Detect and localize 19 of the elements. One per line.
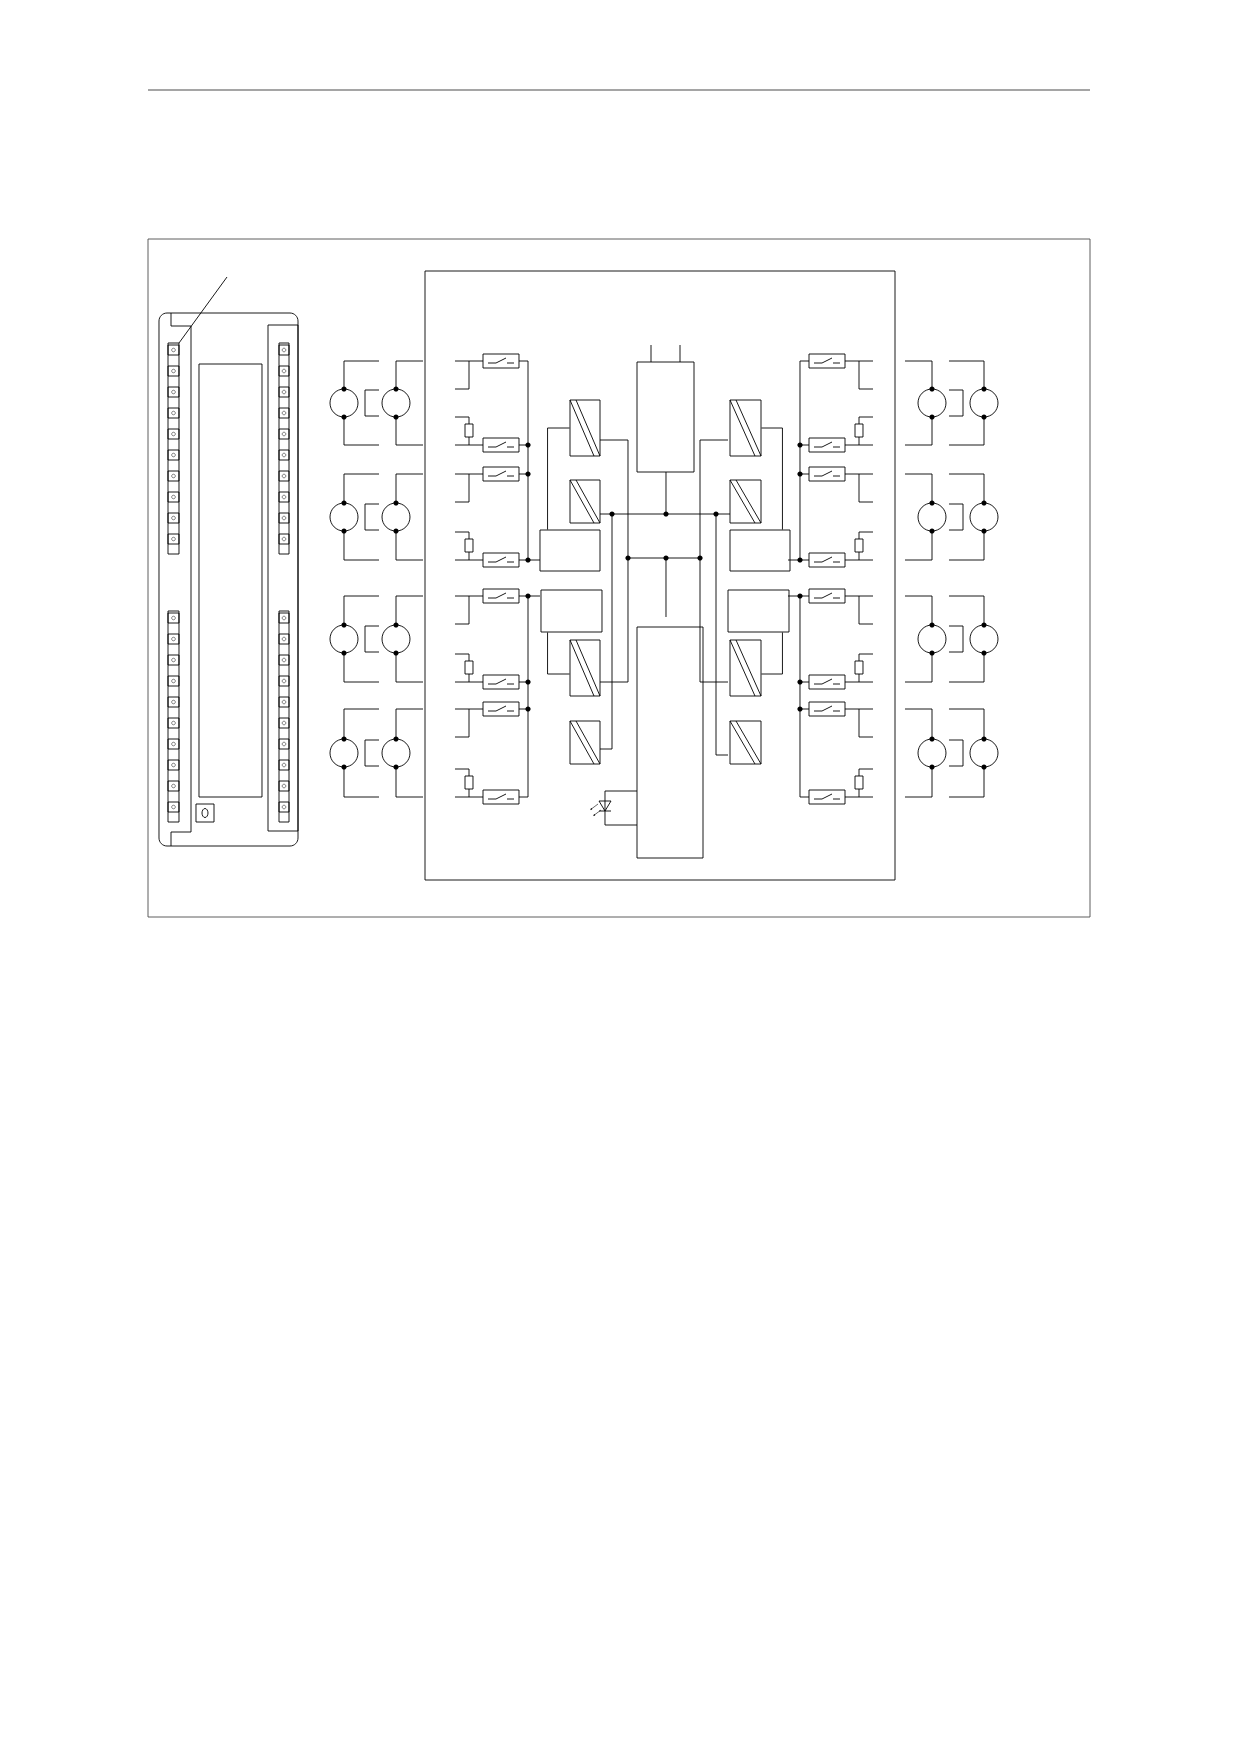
- optocoupler-symbol: [729, 479, 762, 524]
- optocoupler-symbol: [569, 479, 601, 524]
- optocoupler-symbol: [729, 639, 762, 697]
- circuit-frame: [424, 270, 896, 881]
- interface-block: [729, 529, 791, 572]
- optocoupler-symbol: [569, 720, 601, 765]
- interface-block: [540, 589, 603, 633]
- logic-block: [636, 361, 695, 473]
- optocoupler-symbol: [569, 639, 601, 697]
- wire: [547, 632, 570, 675]
- wire: [761, 427, 783, 530]
- wire: [547, 427, 570, 530]
- wire: [761, 632, 783, 675]
- interface-block: [539, 529, 601, 572]
- optocoupler-symbol: [729, 720, 762, 765]
- logic-block: [636, 626, 704, 859]
- optocoupler-symbol: [729, 399, 762, 457]
- optocoupler-symbol: [569, 399, 601, 457]
- interface-block: [727, 589, 790, 633]
